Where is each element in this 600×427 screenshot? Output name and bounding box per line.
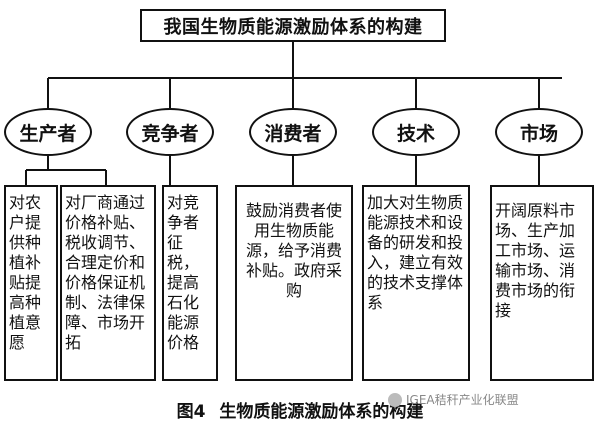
wechat-logo-icon bbox=[388, 392, 402, 407]
figure-caption-text: 生物质能源激励体系的构建 bbox=[219, 402, 424, 422]
node-market: 市场 bbox=[495, 108, 583, 156]
node-technology: 技术 bbox=[372, 108, 460, 156]
figure-number: 图4 bbox=[176, 402, 206, 422]
box-consumer: 鼓励消费者使用生物质能源，给予消费补贴。政府采购 bbox=[235, 185, 353, 381]
box-producer-farmers: 对农户提供种植补贴提高种植意愿 bbox=[4, 185, 58, 381]
watermark: IGEA秸秆产业化联盟 bbox=[388, 391, 519, 408]
box-technology: 加大对生物质能源技术和设备的研发和投入，建立有效的技术支撑体系 bbox=[362, 185, 470, 381]
box-market: 开阔原料市场、生产加工市场、运输市场、消费市场的衔接 bbox=[490, 185, 594, 381]
node-competitor: 竞争者 bbox=[126, 108, 214, 156]
watermark-text: IGEA秸秆产业化联盟 bbox=[406, 393, 519, 407]
figure-caption: 图4 生物质能源激励体系的构建 bbox=[0, 397, 600, 422]
node-producer: 生产者 bbox=[4, 108, 92, 156]
diagram-title: 我国生物质能源激励体系的构建 bbox=[140, 9, 446, 42]
box-producer-manufacturers: 对厂商通过价格补贴、税收调节、合理定价和价格保证机制、法律保障、市场开拓 bbox=[60, 185, 156, 381]
node-consumer: 消费者 bbox=[249, 108, 337, 156]
box-competitor: 对竞争者征税，提高石化能源价格 bbox=[162, 185, 218, 381]
